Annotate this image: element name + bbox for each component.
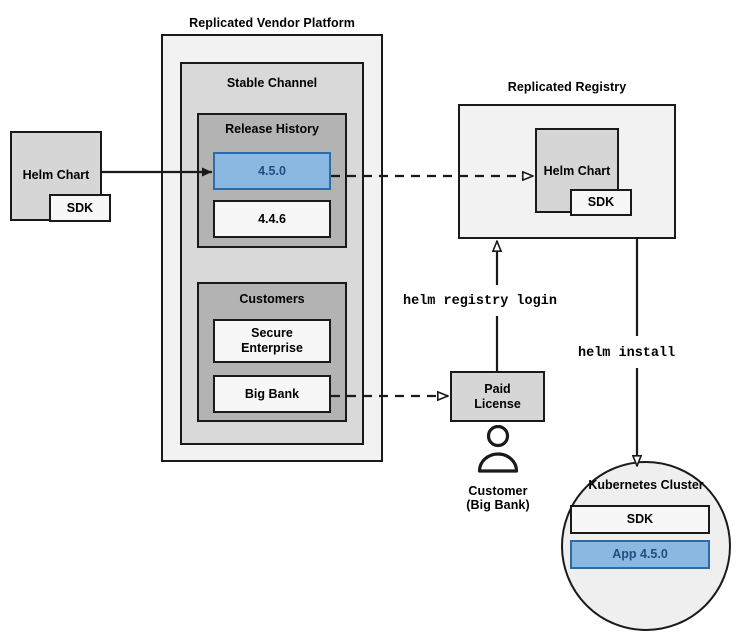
- customer-actor-label: Customer (Big Bank): [430, 484, 566, 513]
- release-history-label: Release History: [225, 122, 319, 136]
- vendor-platform-title: Replicated Vendor Platform: [189, 16, 355, 30]
- cluster-item-app[interactable]: App 4.5.0: [570, 540, 710, 569]
- replicated-registry-title: Replicated Registry: [507, 80, 627, 94]
- cluster-item-sdk[interactable]: SDK: [570, 505, 710, 534]
- helm-install-command: helm install: [578, 346, 676, 361]
- source-helm-chart-label: Helm Chart: [22, 168, 90, 182]
- helm-registry-login-command: helm registry login: [403, 294, 557, 309]
- stable-channel-label: Stable Channel: [226, 76, 318, 90]
- paid-license-line1: Paid: [484, 381, 511, 396]
- paid-license-box[interactable]: Paid License: [450, 371, 545, 422]
- release-item-4-4-6[interactable]: 4.4.6: [213, 200, 331, 238]
- registry-helm-chart-label: Helm Chart: [543, 164, 611, 178]
- customer-secure-enterprise-line2: Enterprise: [241, 341, 303, 355]
- kubernetes-cluster-label: Kubernetes Cluster: [588, 478, 704, 492]
- registry-sdk-box[interactable]: SDK: [570, 189, 632, 216]
- person-icon: [473, 424, 523, 478]
- customer-actor-line2: (Big Bank): [466, 498, 530, 513]
- customer-secure-enterprise-line1: Secure: [251, 326, 293, 340]
- customer-item-secure-enterprise[interactable]: Secure Enterprise: [213, 319, 331, 363]
- customer-actor-line1: Customer: [468, 484, 528, 498]
- paid-license-line2: License: [474, 396, 521, 411]
- release-item-4-5-0[interactable]: 4.5.0: [213, 152, 331, 190]
- customer-item-big-bank[interactable]: Big Bank: [213, 375, 331, 413]
- customers-label: Customers: [239, 292, 305, 306]
- source-helm-chart-sdk-box[interactable]: SDK: [49, 194, 111, 222]
